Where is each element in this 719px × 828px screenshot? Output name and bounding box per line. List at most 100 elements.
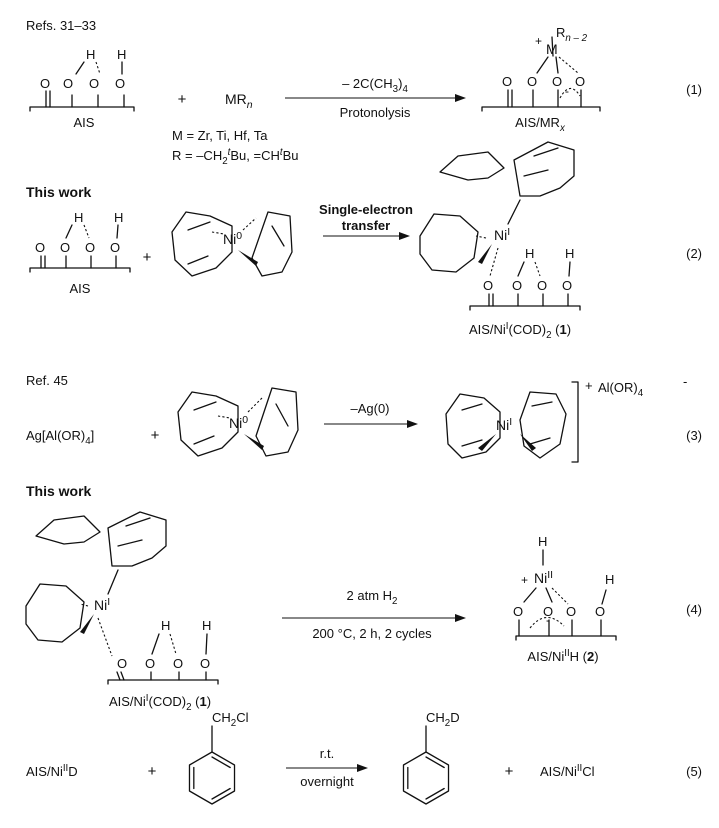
ais-ni-cod-label-part: AIS/Ni (469, 322, 506, 337)
cation-sign-4: + (521, 573, 528, 587)
ais-label: AIS (74, 115, 95, 130)
arrow-2-bottom: transfer (342, 218, 390, 233)
ni-o-bond (545, 587, 553, 603)
h-bond (517, 261, 525, 277)
eq-number-5: (5) (686, 764, 702, 779)
ch2d-label-part: D (450, 710, 459, 725)
ais-nid-part: D (68, 764, 77, 779)
ni-alkene-bond (107, 569, 119, 595)
m-r-bond (551, 36, 554, 57)
cod-alkene (117, 539, 143, 547)
cation-sign-3: + (585, 378, 593, 393)
h-bond (151, 633, 160, 655)
nii-label-3-part: Ni (496, 417, 509, 433)
cod-ring-b (255, 387, 299, 457)
cod-ring-left (419, 213, 479, 273)
ni-o-bond (523, 587, 537, 603)
cod-alkene (461, 439, 483, 447)
arrow-1-top-part: ) (398, 76, 402, 91)
m-o-dash (558, 56, 579, 74)
ais-nid: AIS/NiIID (26, 763, 78, 779)
surface-4-base (469, 305, 581, 311)
nii-label-4-part: I (107, 596, 110, 608)
h-bond (116, 224, 119, 239)
arrow-1-top-part: 4 (402, 84, 408, 95)
benzyl-chloride: CH2Cl (188, 710, 249, 805)
h-bond (568, 261, 571, 277)
h-atom: H (117, 47, 126, 62)
mr-n: MRn (225, 91, 253, 111)
benzene-1-ring (188, 751, 236, 805)
surface-6-base (515, 635, 617, 641)
ni-o-dash (489, 247, 499, 277)
surface-3-base (29, 267, 131, 273)
cod-alkene (523, 169, 549, 177)
o-atom: O (566, 604, 576, 619)
nii-label-3: NiI (496, 416, 512, 433)
ag-salt-part: ] (91, 428, 95, 443)
ais-ni-cod-label-4-part: 2 (186, 702, 191, 713)
arrow-1-top: – 2C(CH3)4 (342, 76, 408, 95)
r-n-2-part: n – 2 (565, 33, 587, 44)
cod-alkene (187, 255, 209, 265)
surface-5-base (107, 679, 219, 685)
nii-label-part: I (507, 226, 510, 238)
ais-nid-part: II (63, 763, 68, 774)
ni-alkene-bond (507, 199, 521, 225)
anion-sign-4: - (546, 613, 550, 627)
h-bond-dash (169, 633, 177, 655)
ais-ni-cod-label-4-part: I (146, 693, 149, 704)
o-atom: O (63, 76, 73, 91)
m-list: M = Zr, Ti, Hf, Ta (172, 128, 268, 143)
ni-o-dash (97, 617, 113, 657)
arrow-5-top: r.t. (320, 746, 334, 761)
h-atom: H (74, 210, 83, 225)
h-bond (75, 61, 85, 75)
cod-alkene (529, 437, 551, 445)
arrow-3-head (407, 420, 418, 428)
o-atom: O (537, 278, 547, 293)
ais-ni-cod-label-4-part: (COD) (149, 694, 187, 709)
wedge-bond (478, 244, 492, 264)
ni-coord (79, 603, 89, 607)
o-atom: O (60, 240, 70, 255)
equation-5: AIS/NiIID+r.t.overnight+AIS/NiIICl(5) (26, 746, 702, 789)
o-atom: O (85, 240, 95, 255)
niii-label-part: Ni (534, 570, 547, 586)
ni-o-dash (551, 587, 569, 605)
ni-coord (217, 415, 231, 419)
r-definition-part: 2 (222, 156, 227, 167)
cod-ring-a (445, 393, 501, 459)
ch2d-label: CH2D (426, 710, 460, 729)
wedge-bond (244, 434, 264, 450)
nii-label-4: NiI (94, 596, 110, 613)
ais-nih-label-part: AIS/Ni (527, 649, 564, 664)
m-o-bond (536, 56, 549, 74)
eq-number-2: (2) (686, 246, 702, 261)
ais-mrx-part: x (559, 123, 566, 134)
ais-nicl-part: II (577, 763, 582, 774)
arrow-2 (323, 232, 410, 240)
arrow-4-head (455, 614, 466, 622)
r-definition-part: t (280, 147, 284, 158)
r-definition-part: Bu, =CH (230, 148, 280, 163)
nii-label-part: Ni (494, 227, 507, 243)
cod-alkene (461, 403, 483, 411)
o-atom: O (89, 76, 99, 91)
cod-ring-right (513, 141, 575, 197)
o-atom: O (543, 604, 553, 619)
h-bond-dash (83, 224, 90, 239)
bracket (571, 381, 579, 463)
co-bond (116, 671, 121, 681)
arrow-4-top-part: 2 atm H (347, 588, 393, 603)
ni-coord (242, 217, 257, 231)
ais-nih-label: AIS/NiIIH (2) (527, 648, 598, 664)
cod-ring-b (251, 211, 293, 277)
ais-nicl-part: Cl (582, 764, 594, 779)
cod-ring-left (25, 583, 85, 643)
anion-sign-3: - (683, 374, 687, 389)
h-atom: H (114, 210, 123, 225)
